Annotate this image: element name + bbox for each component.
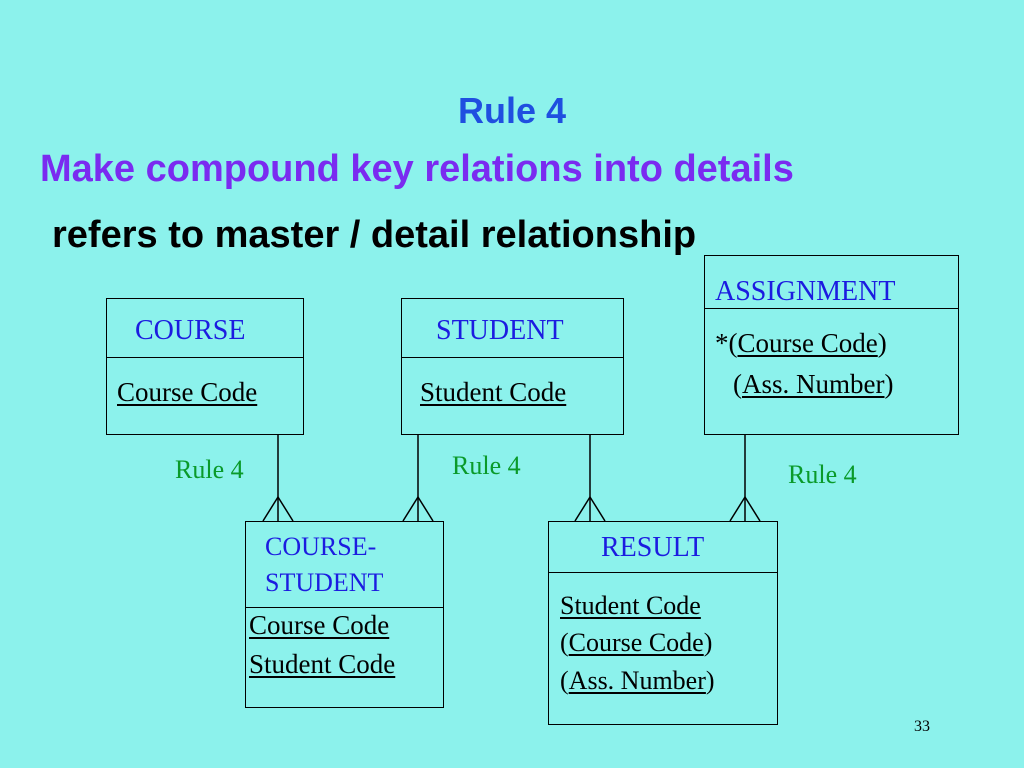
entity-course-student: COURSE- STUDENT Course Code Student Code	[245, 521, 444, 708]
entity-course-student-name-line1: COURSE-	[265, 532, 377, 561]
entity-course-key: Course Code	[117, 377, 258, 407]
entity-student-name: STUDENT	[436, 315, 564, 346]
entity-student: STUDENT Student Code	[401, 298, 624, 435]
entity-result: RESULT Student Code (Course Code) (Ass. …	[548, 521, 778, 725]
crows-foot-course-student-right	[402, 495, 434, 522]
slide-caption: refers to master / detail relationship	[52, 214, 697, 256]
entity-assignment-name: ASSIGNMENT	[715, 276, 896, 307]
rule-label-student: Rule 4	[452, 451, 521, 480]
crows-foot-result-right	[729, 495, 761, 522]
rule-label-assignment: Rule 4	[788, 460, 857, 489]
entity-course-name: COURSE	[135, 315, 246, 346]
entity-result-attr1: Student Code	[560, 591, 701, 620]
rule-label-course: Rule 4	[175, 455, 244, 484]
slide-title: Rule 4	[457, 90, 567, 131]
page-number: 33	[914, 718, 930, 735]
slide-subtitle: Make compound key relations into details	[40, 148, 794, 190]
entity-course-student-attr1: Course Code	[249, 610, 390, 640]
crows-foot-result-left	[574, 495, 606, 522]
entity-course: COURSE Course Code	[106, 298, 304, 435]
entity-course-student-name-line2: STUDENT	[265, 568, 384, 597]
entity-course-student-attr2: Student Code	[249, 649, 396, 679]
entity-assignment-attr1: *(Course Code)	[715, 328, 887, 358]
entity-assignment-attr2: (Ass. Number)	[733, 369, 894, 399]
entity-assignment: ASSIGNMENT *(Course Code) (Ass. Number)	[704, 255, 959, 435]
entity-result-attr3: (Ass. Number)	[560, 666, 715, 695]
entity-result-attr2: (Course Code)	[560, 628, 713, 657]
entity-result-name: RESULT	[601, 532, 705, 563]
crows-foot-course-student-left	[262, 495, 294, 522]
entity-student-key: Student Code	[420, 377, 567, 407]
